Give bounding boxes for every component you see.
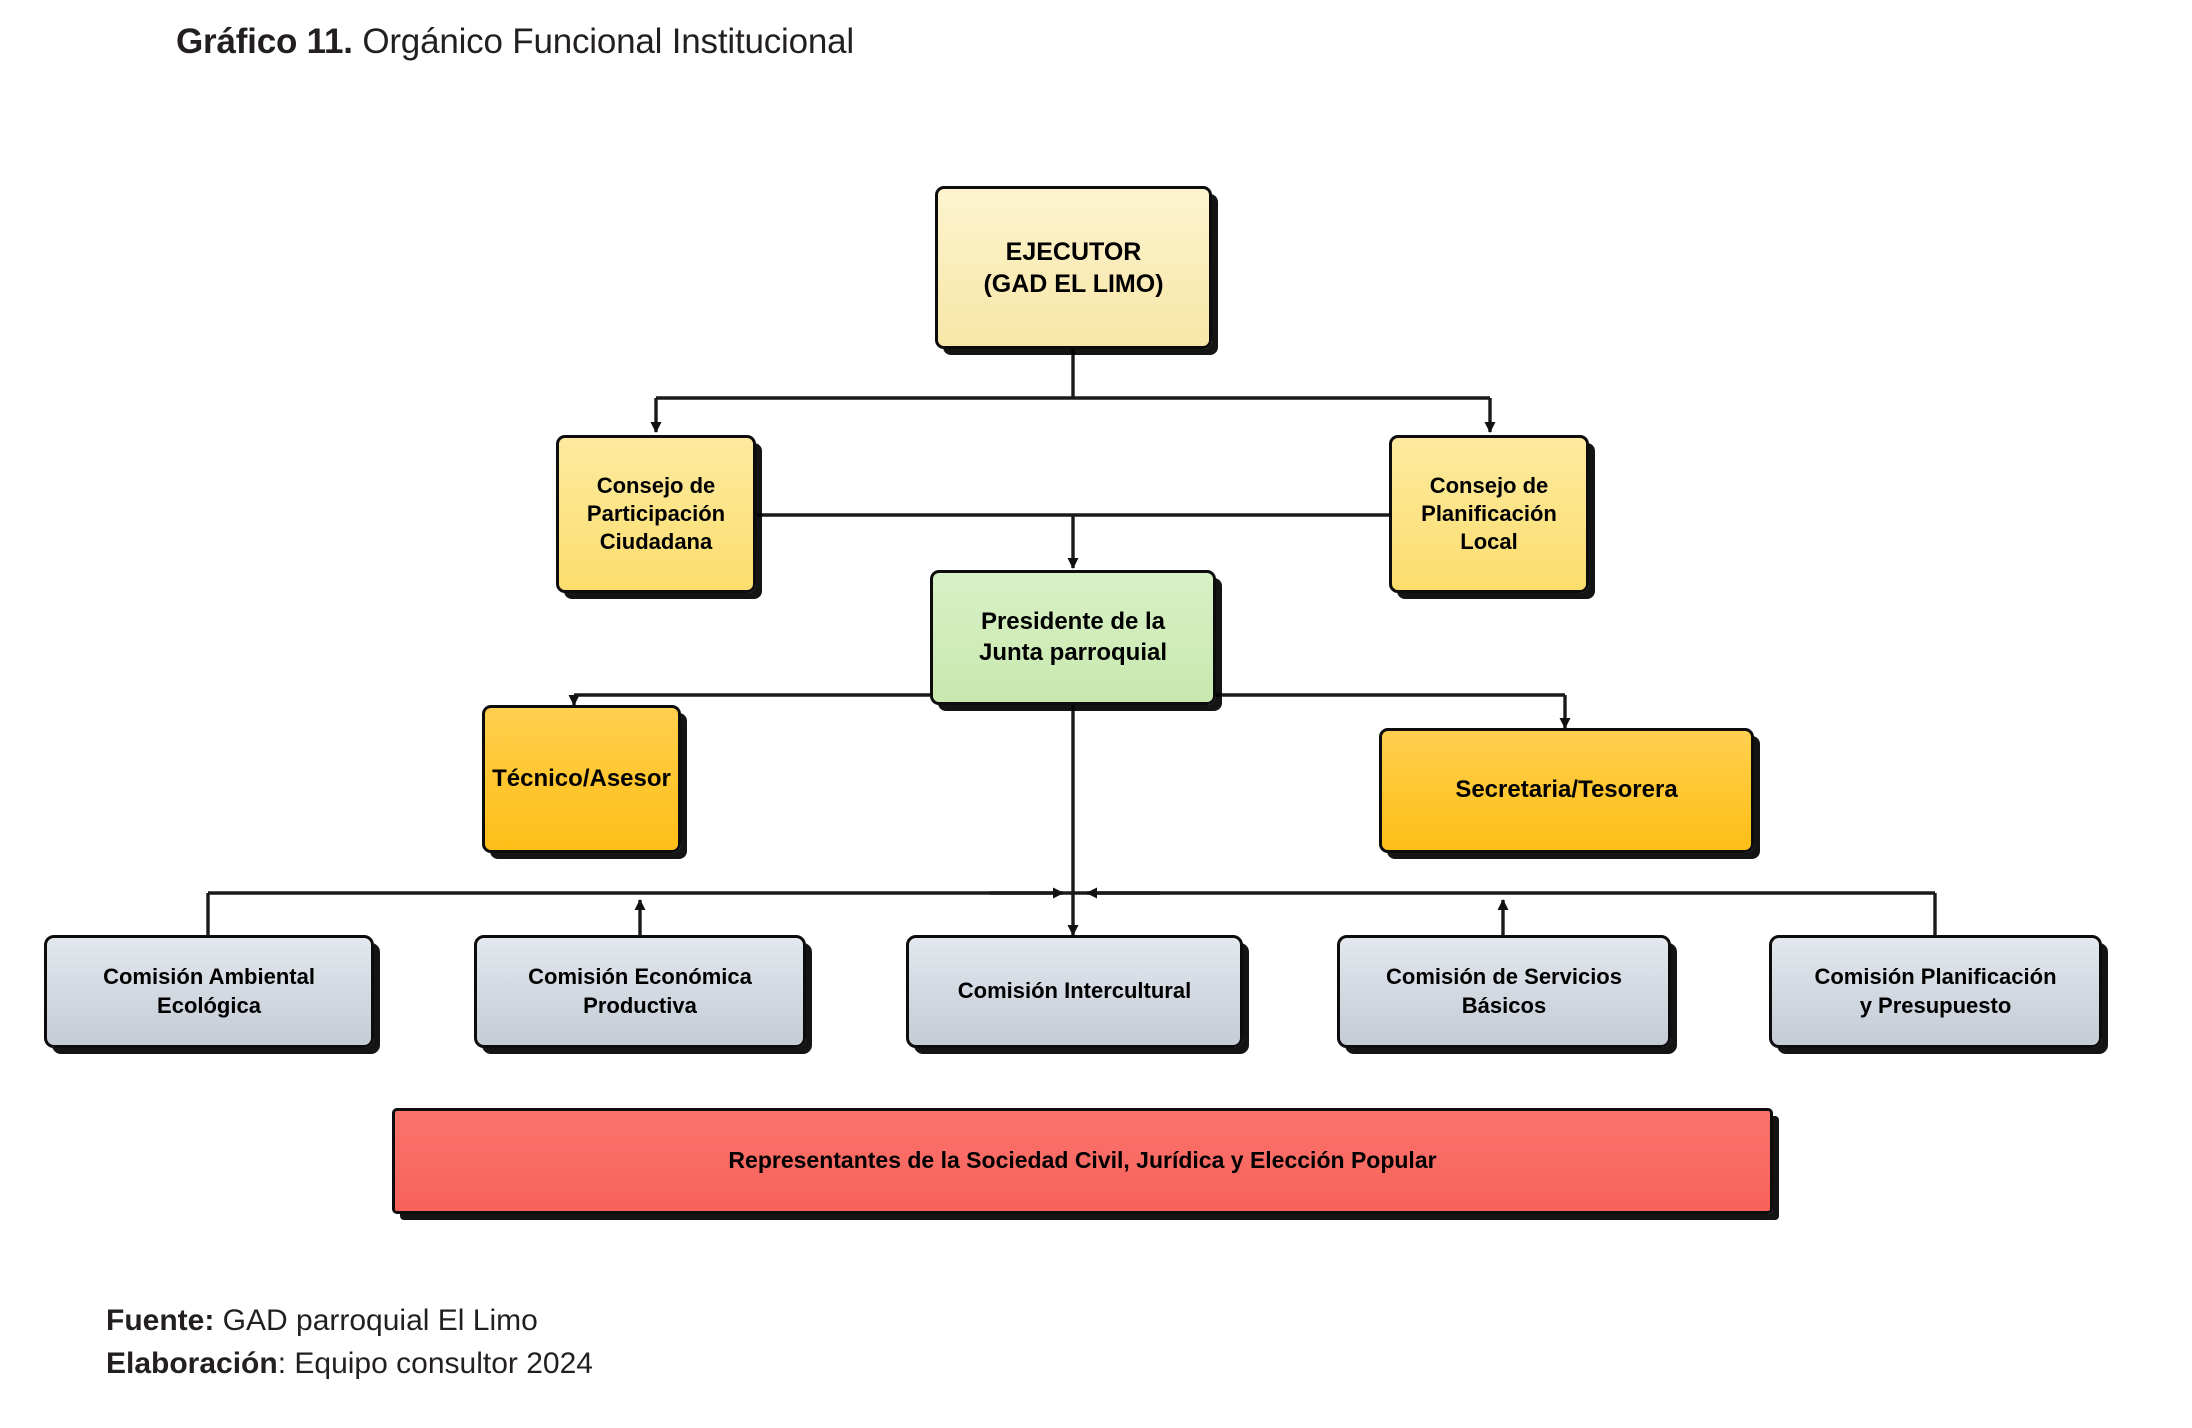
- node-tecnico-asesor-label: Técnico/Asesor: [492, 764, 671, 792]
- footer-author-label: Elaboración: [106, 1346, 278, 1380]
- node-comision-economica-productiva[interactable]: Comisión Económica Productiva: [474, 935, 806, 1048]
- node-comision-intercultural-label: Comisión Intercultural: [957, 978, 1192, 1004]
- footer-author-line: Elaboración: Equipo consultor 2024: [106, 1343, 593, 1386]
- node-consejo-planificacion-local[interactable]: Consejo de Planificación Local: [1389, 435, 1589, 593]
- footer-source-line: Fuente: GAD parroquial El Limo: [106, 1300, 593, 1343]
- node-comision-planificacion-presupuesto-label: Comisión Planificación y Presupuesto: [1814, 964, 2057, 1018]
- figure-footer: Fuente: GAD parroquial El Limo Elaboraci…: [106, 1300, 593, 1385]
- footer-author-value: : Equipo consultor 2024: [277, 1346, 593, 1380]
- node-secretaria-tesorera[interactable]: Secretaria/Tesorera: [1379, 728, 1754, 853]
- node-comision-ambiental-ecologica-label: Comisión Ambiental Ecológica: [103, 964, 315, 1018]
- page-title: Gráfico 11. Orgánico Funcional Instituci…: [176, 22, 854, 62]
- footer-source-label: Fuente:: [106, 1304, 215, 1337]
- node-ejecutor[interactable]: EJECUTOR (GAD EL LIMO): [935, 186, 1212, 349]
- node-comision-economica-productiva-label: Comisión Económica Productiva: [528, 964, 752, 1018]
- node-presidente-junta-parroquial-label: Presidente de la Junta parroquial: [978, 607, 1168, 666]
- node-comision-servicios-basicos-label: Comisión de Servicios Básicos: [1386, 964, 1622, 1018]
- figure-number: Gráfico 11.: [176, 22, 353, 61]
- node-tecnico-asesor[interactable]: Técnico/Asesor: [482, 705, 681, 853]
- node-comision-planificacion-presupuesto[interactable]: Comisión Planificación y Presupuesto: [1769, 935, 2102, 1048]
- node-consejo-participacion-ciudadana-label: Consejo de Participación Ciudadana: [586, 472, 726, 555]
- node-presidente-junta-parroquial[interactable]: Presidente de la Junta parroquial: [930, 570, 1216, 705]
- node-secretaria-tesorera-label: Secretaria/Tesorera: [1455, 776, 1678, 804]
- node-ejecutor-label: EJECUTOR (GAD EL LIMO): [983, 237, 1164, 298]
- node-representantes-sociedad-civil-label: Representantes de la Sociedad Civil, Jur…: [728, 1147, 1437, 1174]
- node-comision-servicios-basicos[interactable]: Comisión de Servicios Básicos: [1337, 935, 1671, 1048]
- node-comision-ambiental-ecologica[interactable]: Comisión Ambiental Ecológica: [44, 935, 374, 1048]
- footer-source-value: GAD parroquial El Limo: [214, 1304, 538, 1337]
- node-representantes-sociedad-civil[interactable]: Representantes de la Sociedad Civil, Jur…: [392, 1108, 1773, 1214]
- figure-caption: Orgánico Funcional Institucional: [362, 22, 854, 61]
- node-comision-intercultural[interactable]: Comisión Intercultural: [906, 935, 1243, 1048]
- node-consejo-participacion-ciudadana[interactable]: Consejo de Participación Ciudadana: [556, 435, 756, 593]
- node-consejo-planificacion-local-label: Consejo de Planificación Local: [1421, 472, 1557, 555]
